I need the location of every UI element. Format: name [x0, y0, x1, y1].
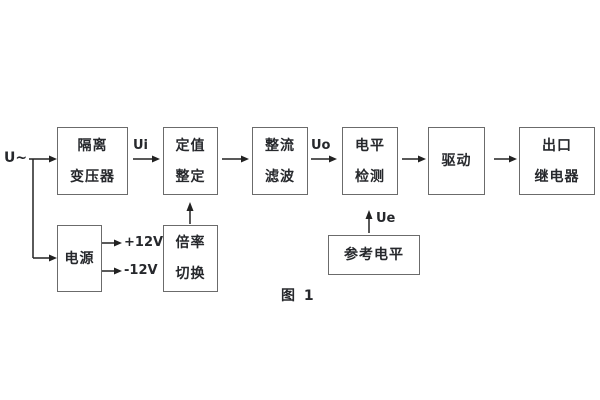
block-label-line: 电平 [355, 137, 385, 154]
block-rectify-filter: 整流 滤波 [252, 127, 308, 195]
arrow-minus-12v [102, 267, 122, 275]
block-isolation-transformer: 隔离 变压器 [57, 127, 128, 195]
arrow-setting-to-rectifier [222, 155, 249, 163]
block-ratio-switch: 倍率 切换 [163, 225, 218, 292]
ui-signal-label: Ui [133, 138, 149, 153]
block-label-line: 驱动 [441, 153, 472, 169]
arrow-level-to-drive [402, 155, 426, 163]
input-connector [29, 155, 57, 262]
arrow-plus-12v [102, 239, 122, 247]
block-label-line: 继电器 [534, 168, 580, 185]
block-output-relay: 出口 继电器 [519, 127, 595, 195]
block-drive: 驱动 [428, 127, 485, 195]
block-label-line: 整流 [265, 137, 295, 154]
block-level-detect: 电平 检测 [342, 127, 398, 195]
block-power-supply: 电源 [57, 225, 102, 292]
minus-12v-label: -12V [124, 263, 158, 278]
block-reference-level: 参考电平 [328, 235, 420, 275]
ue-signal-label: Ue [376, 211, 396, 226]
arrow-ratio-to-setting [186, 202, 194, 224]
block-label-line: 定值 [175, 137, 206, 154]
block-label-line: 检测 [355, 168, 385, 185]
block-label-line: 切换 [175, 266, 206, 282]
arrow-drive-to-relay [494, 155, 517, 163]
block-label-line: 电源 [64, 250, 95, 267]
plus-12v-label: +12V [124, 235, 164, 250]
block-label-line: 参考电平 [344, 247, 404, 263]
arrow-uo [311, 155, 337, 163]
block-label-line: 滤波 [265, 168, 295, 185]
arrow-ui [133, 155, 160, 163]
block-setting-adjust: 定值 整定 [163, 127, 218, 195]
block-label-line: 变压器 [70, 168, 115, 185]
figure-caption: 图 1 [281, 288, 316, 304]
arrow-ue [365, 210, 373, 233]
block-label-line: 出口 [542, 137, 572, 154]
block-label-line: 整定 [175, 168, 206, 185]
block-label-line: 隔离 [77, 137, 108, 154]
input-voltage-label: U~ [4, 150, 28, 166]
block-label-line: 倍率 [175, 235, 206, 251]
uo-signal-label: Uo [311, 138, 331, 153]
